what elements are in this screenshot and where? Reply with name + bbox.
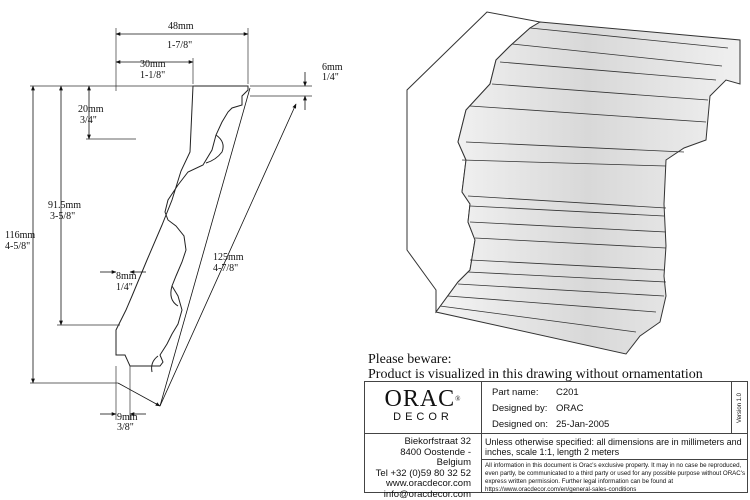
part-name-label: Part name:: [492, 387, 556, 398]
designed-on-value: 25-Jan-2005: [556, 419, 609, 430]
logo-registered-mark: ®: [455, 395, 461, 403]
dim-diagonal-inch: 4-7/8": [213, 263, 238, 274]
designed-by-value: ORAC: [556, 403, 583, 414]
notice-line-2: Product is visualized in this drawing wi…: [368, 367, 703, 382]
part-info: Part name:C201 Designed by:ORAC Designed…: [482, 382, 731, 434]
dim-width-inner-inch: 1-1/8": [140, 70, 165, 81]
dim-height-total-inch: 4-5/8": [5, 241, 30, 252]
title-block: ORAC® DECOR Biekorfstraat 32 8400 Oosten…: [364, 381, 748, 493]
version-box: Version 1.0: [731, 382, 747, 434]
dimension-lines: [33, 34, 305, 414]
designed-by-label: Designed by:: [492, 403, 556, 414]
dim-top-step-inch: 1/4": [322, 72, 339, 83]
legal-note: All information in this document is Orac…: [482, 460, 747, 493]
dim-height-inner-mm: 91.5mm: [48, 200, 81, 211]
notice-line-1: Please beware:: [368, 352, 703, 367]
dim-bottom-step-inch: 3/8": [117, 422, 134, 433]
extension-lines: [30, 28, 312, 420]
company-address: Biekorfstraat 32 8400 Oostende - Belgium…: [365, 434, 482, 493]
orac-logo: ORAC® DECOR: [365, 382, 482, 434]
dim-width-inner-mm: 30mm: [140, 59, 166, 70]
designed-by-row: Designed by:ORAC: [492, 403, 583, 414]
dimension-spec-note: Unless otherwise specified: all dimensio…: [482, 434, 747, 460]
designed-on-row: Designed on:25-Jan-2005: [492, 419, 609, 430]
address-city: 8400 Oostende - Belgium: [365, 448, 471, 469]
dim-wall-step-mm: 8mm: [116, 271, 137, 282]
part-name-row: Part name:C201: [492, 387, 579, 398]
moulding-3d-view: [407, 12, 740, 354]
dim-height-inner-inch: 3-5/8": [50, 211, 75, 222]
dim-wall-step-inch: 1/4": [116, 282, 133, 293]
dimension-labels: 48mm 1-7/8" 30mm 1-1/8" 6mm 1/4" 20mm 3/…: [5, 21, 343, 433]
address-street: Biekorfstraat 32: [365, 437, 471, 448]
dim-width-total-mm: 48mm: [168, 21, 194, 32]
part-name-value: C201: [556, 387, 579, 398]
dim-height-total-mm: 116mm: [5, 230, 35, 241]
address-website[interactable]: www.oracdecor.com: [365, 479, 471, 490]
logo-main-text: ORAC: [384, 386, 455, 412]
dim-diagonal-mm: 125mm: [213, 252, 244, 263]
dim-upper-drop-inch: 3/4": [80, 115, 97, 126]
profile-outline: [116, 86, 248, 366]
logo-sub-text: DECOR: [365, 411, 481, 423]
designed-on-label: Designed on:: [492, 419, 556, 430]
version-label: Version 1.0: [737, 392, 743, 422]
ornamentation-notice: Please beware: Product is visualized in …: [368, 352, 703, 382]
address-email[interactable]: info@oracdecor.com: [365, 490, 471, 500]
dim-width-total-inch: 1-7/8": [167, 40, 192, 51]
dim-upper-drop-mm: 20mm: [78, 104, 104, 115]
